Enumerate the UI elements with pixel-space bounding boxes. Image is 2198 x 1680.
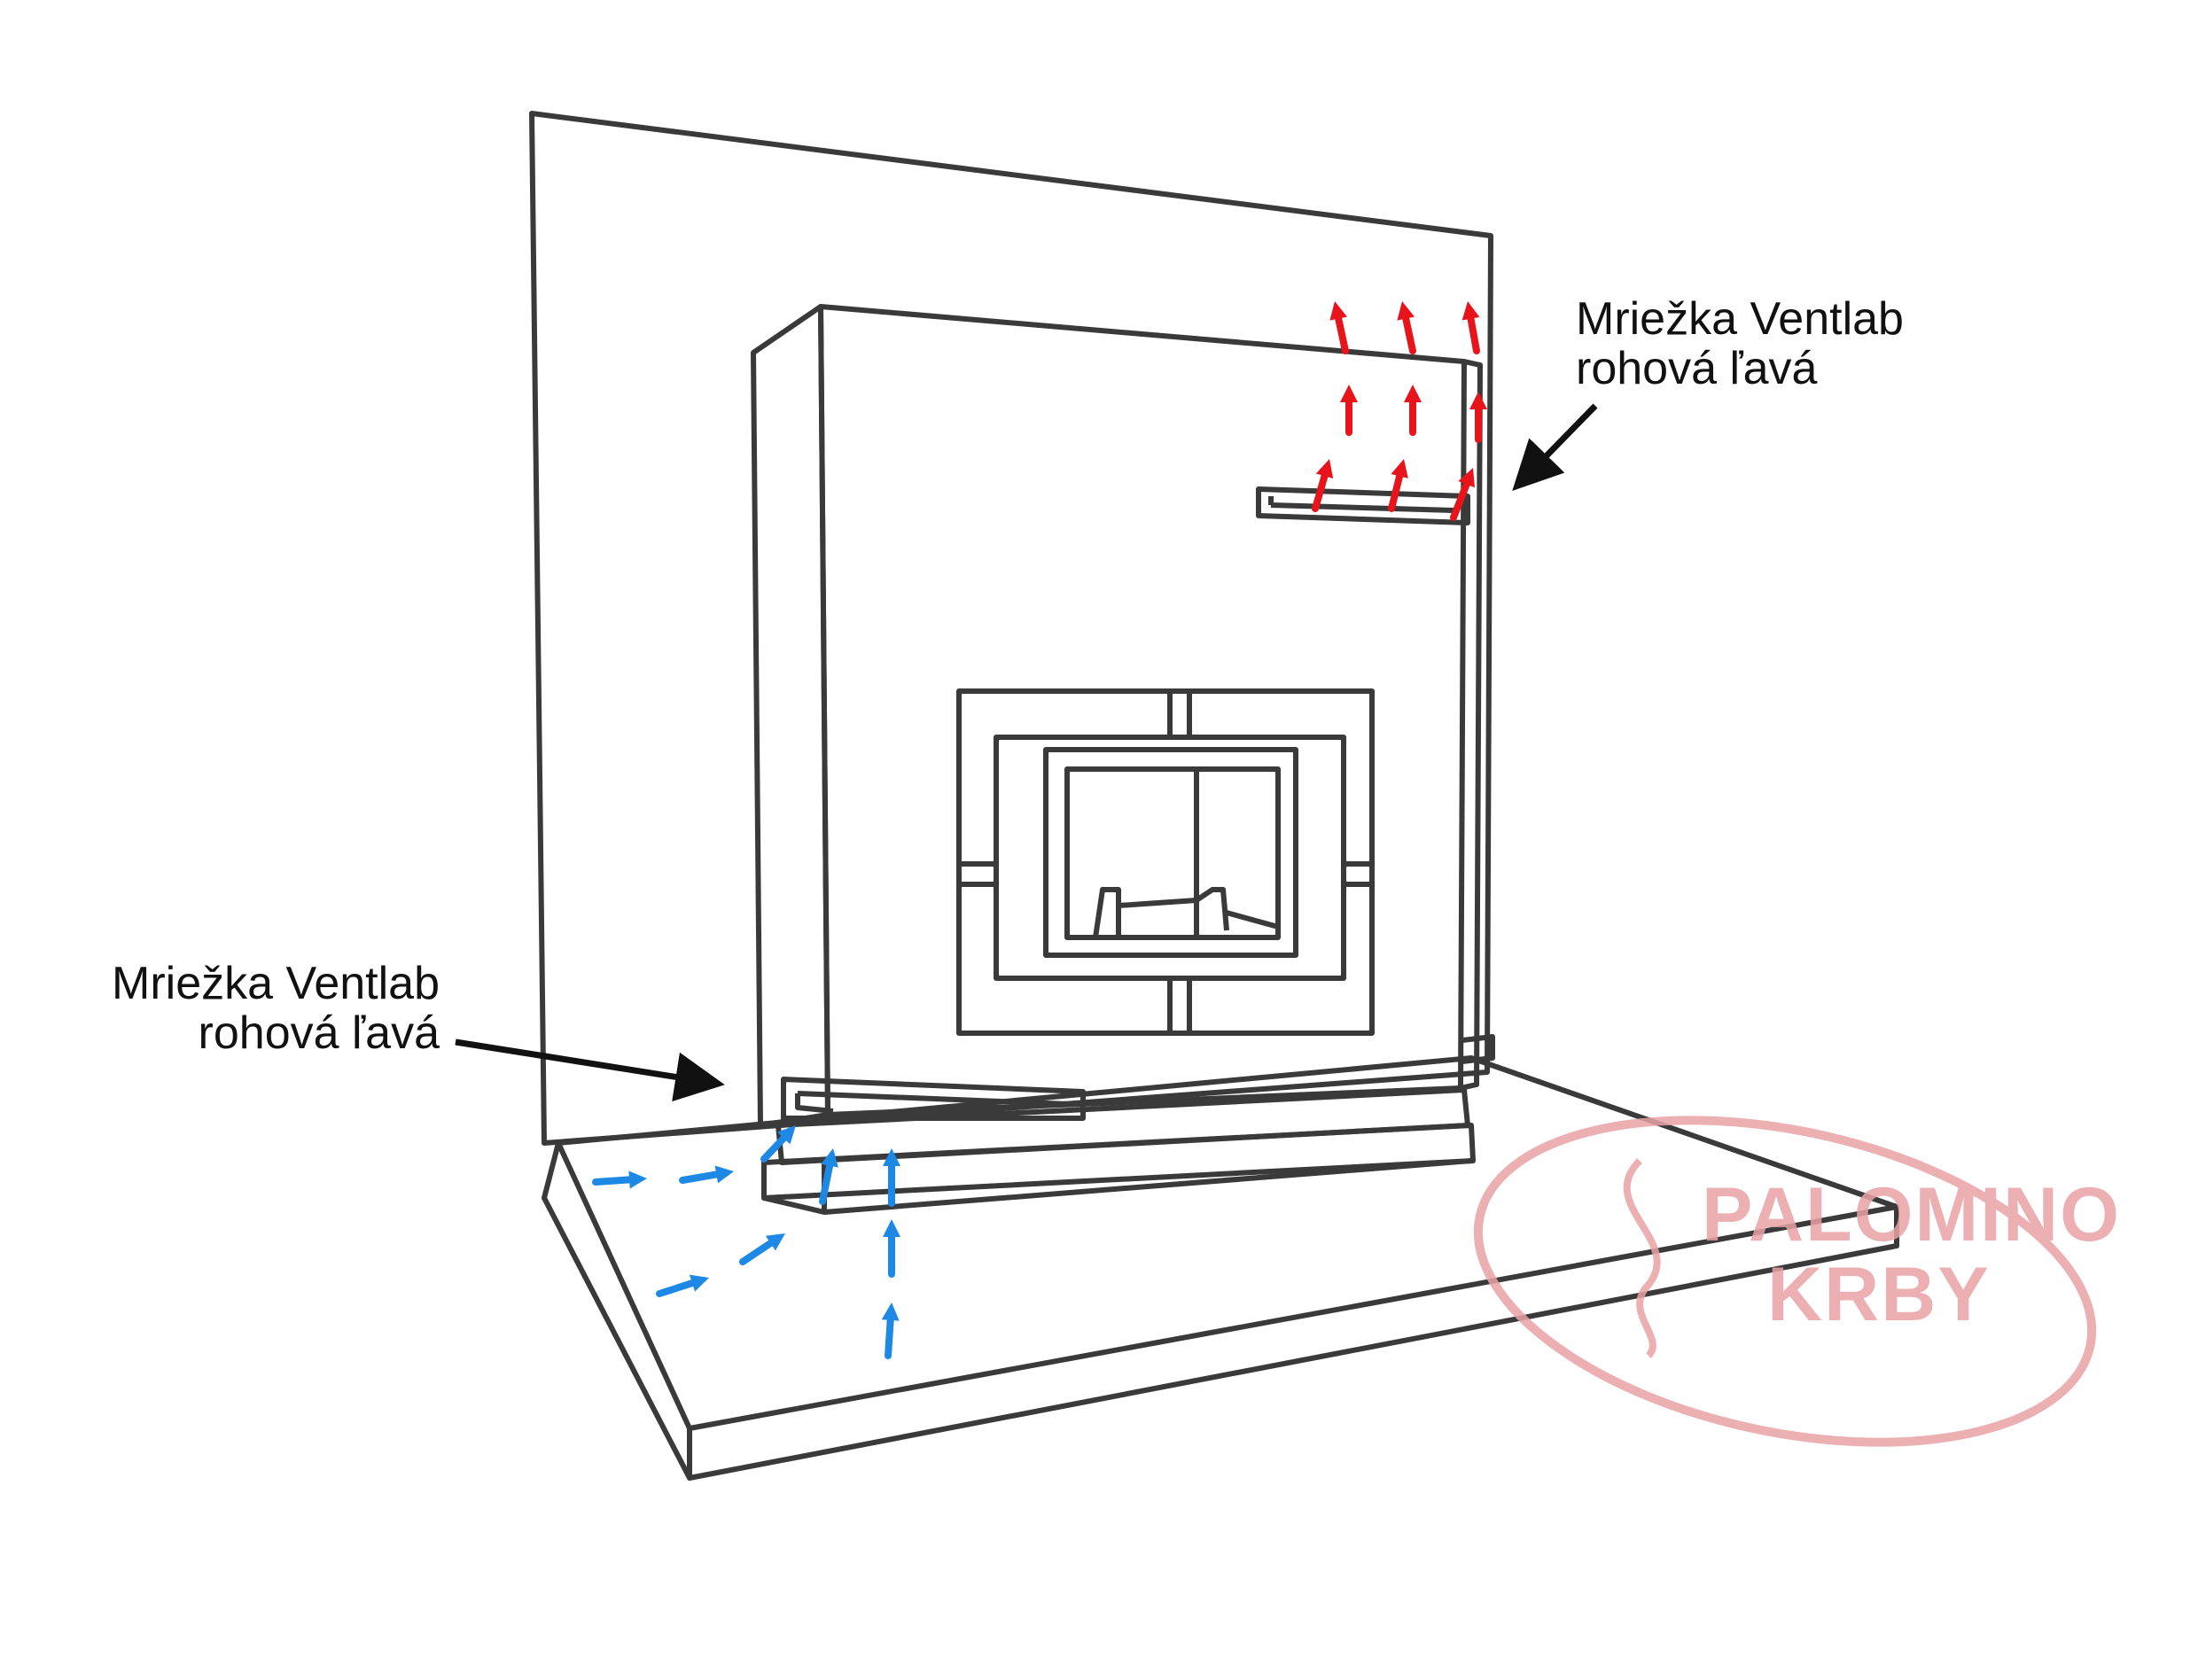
- fireplace-body: [751, 304, 1495, 1215]
- bottom-vent-label-line2: rohová ľavá: [198, 1007, 440, 1059]
- watermark-line2: KRBY: [1767, 1252, 1991, 1337]
- bottom-vent-grille: [781, 1077, 1086, 1121]
- warm-air-arrow: [1388, 459, 1408, 512]
- cold-air-arrow: [883, 1219, 900, 1278]
- warm-air-arrow: [1329, 301, 1349, 354]
- warm-air-arrow: [1340, 385, 1358, 436]
- cold-air-arrow: [883, 1148, 900, 1207]
- top-vent-label-line2: rohová ľavá: [1576, 343, 1818, 394]
- top-vent-label: Mriežka Ventlab rohová ľavá: [1576, 294, 1904, 393]
- warm-air-arrow: [1404, 385, 1422, 436]
- top-label-pointer-arrow: [1512, 403, 1598, 492]
- cold-air-arrow: [679, 1165, 734, 1184]
- warm-air-arrow: [1312, 459, 1334, 512]
- hearth-slab: [542, 1055, 1899, 1481]
- cold-air-arrow: [592, 1171, 647, 1189]
- cold-air-arrow: [760, 1125, 796, 1163]
- cold-air-arrow: [656, 1274, 709, 1297]
- back-wall: [529, 111, 1493, 1146]
- warm-air-arrow: [1461, 301, 1480, 354]
- cold-air-arrow: [739, 1233, 785, 1265]
- bottom-vent-label: Mriežka Ventlab rohová ľavá: [53, 959, 440, 1058]
- watermark-line1: PALOMINO: [1702, 1172, 2121, 1257]
- top-vent-label-line1: Mriežka Ventlab: [1576, 293, 1904, 345]
- bottom-vent-label-line1: Mriežka Ventlab: [112, 958, 440, 1009]
- warm-air-arrows: [1312, 301, 1487, 521]
- firebox-insert: [956, 688, 1375, 1036]
- top-vent-grille: [1256, 486, 1470, 525]
- cold-air-arrow: [819, 1148, 838, 1205]
- warm-air-arrow: [1450, 468, 1475, 521]
- warm-air-arrow: [1397, 301, 1416, 354]
- cold-air-arrow: [881, 1303, 900, 1359]
- palomino-watermark: PALOMINO KRBY: [1473, 1116, 2121, 1447]
- bottom-label-pointer-arrow: [455, 1038, 725, 1102]
- warm-air-arrow: [1469, 392, 1487, 443]
- cold-air-arrows: [592, 1125, 900, 1359]
